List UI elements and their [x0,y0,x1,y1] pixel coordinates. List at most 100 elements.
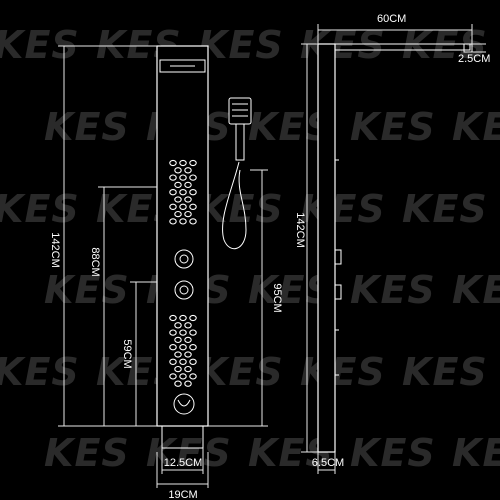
body-jet-nozzle [179,218,187,225]
body-jet-nozzle [169,218,177,225]
body-jet-nozzle [169,159,177,167]
watermark-text: KES [402,187,488,231]
panel-body [156,45,209,427]
watermark-text: KES [350,431,436,475]
body-jet-nozzle [174,167,182,174]
dim-height-side: 142CM [294,212,306,247]
watermark-text: KES [0,187,80,231]
dim-width-top: 60CM [377,13,406,25]
body-jet-nozzle [174,196,182,203]
dim-height-left: 142CM [49,232,61,267]
front-panel [156,45,209,449]
watermark-text: KES [452,431,500,475]
hand-shower-head [228,97,252,125]
watermark-text: KES [146,431,232,475]
body-jet-nozzle [169,203,177,210]
watermark-text: KES [44,431,130,475]
tub-spout [173,393,195,415]
side-knob-1 [334,249,342,265]
watermark-layer: KES KES KES KES KES KES KES KES KES KES KES KES KES K… [0,23,500,475]
body-jet-nozzle [179,314,187,322]
body-jet-nozzle [179,174,187,181]
body-jet-nozzle [184,196,192,203]
watermark-text: KES [44,268,130,312]
body-jet-nozzle [174,322,182,329]
watermark-text: KES [452,268,500,312]
body-jet-nozzle [179,329,187,336]
side-view [317,43,473,453]
body-jet-nozzle [184,210,192,218]
dim-panel-width: 19CM [168,489,197,500]
body-jets-top [169,159,197,225]
side-knob-2 [334,284,342,300]
dim-height-88: 88CM [89,247,101,276]
watermark-text: KES [402,350,488,394]
body-jet-nozzle [179,203,187,210]
body-jet-nozzle [189,218,197,225]
body-jet-nozzle [184,322,192,329]
body-jet-nozzle [184,181,192,189]
body-jet-nozzle [179,373,187,380]
body-jet-nozzle [184,336,192,344]
body-jet-nozzle [184,365,192,373]
body-jet-nozzle [189,189,197,196]
body-jet-nozzle [174,181,182,189]
watermark-text: KES [198,23,284,67]
body-jet-nozzle [189,203,197,210]
body-jet-nozzle [189,373,197,380]
dimension-lines [58,24,486,488]
body-jet-nozzle [189,314,197,322]
side-column [317,43,336,453]
watermark-text: KES [350,105,436,149]
tub-spout-outlet [177,399,191,407]
hand-shower [222,97,252,250]
control-knob-1-inner [179,254,189,264]
hand-shower-handle [235,124,245,161]
body-jet-nozzle [169,314,177,322]
body-jet-nozzle [174,380,182,387]
watermark-text: KES [198,350,284,394]
body-jet-nozzle [169,373,177,380]
dim-depth-top: 2.5CM [458,53,490,65]
control-knob-2 [174,280,194,300]
control-knob-2-inner [179,285,189,295]
body-jet-nozzle [184,167,192,174]
dim-base-width: 12.5CM [164,457,203,469]
body-jet-nozzle [174,365,182,373]
watermark-text: KES [300,187,386,231]
body-jet-nozzle [169,189,177,196]
body-jet-nozzle [174,351,182,358]
body-jet-nozzle [189,344,197,351]
body-jet-nozzle [189,358,197,365]
body-jet-nozzle [174,336,182,344]
watermark-text: KES [0,350,80,394]
body-jet-nozzle [184,380,192,387]
shower-hose [222,161,247,250]
body-jet-nozzle [184,351,192,358]
body-jet-nozzle [189,159,197,167]
body-jet-nozzle [179,189,187,196]
body-jet-nozzle [169,174,177,181]
panel-base [161,425,204,449]
control-knob-1 [174,249,194,269]
watermark-text: KES [350,268,436,312]
body-jet-nozzle [179,358,187,365]
watermark-text: KES [0,23,80,67]
body-jet-nozzle [169,329,177,336]
body-jet-nozzle [189,329,197,336]
body-jet-nozzle [174,210,182,218]
rain-head [159,59,206,73]
watermark-text: KES [452,105,500,149]
body-jet-nozzle [169,344,177,351]
body-jet-nozzle [179,159,187,167]
dim-height-59: 59CM [121,339,133,368]
body-jet-nozzle [179,344,187,351]
watermark-text: KES [44,105,130,149]
body-jets-bottom [169,314,197,387]
dim-side-depth: 6.5CM [312,457,344,469]
dim-height-95: 95CM [271,283,283,312]
body-jet-nozzle [189,174,197,181]
body-jet-nozzle [169,358,177,365]
watermark-text: KES [300,350,386,394]
